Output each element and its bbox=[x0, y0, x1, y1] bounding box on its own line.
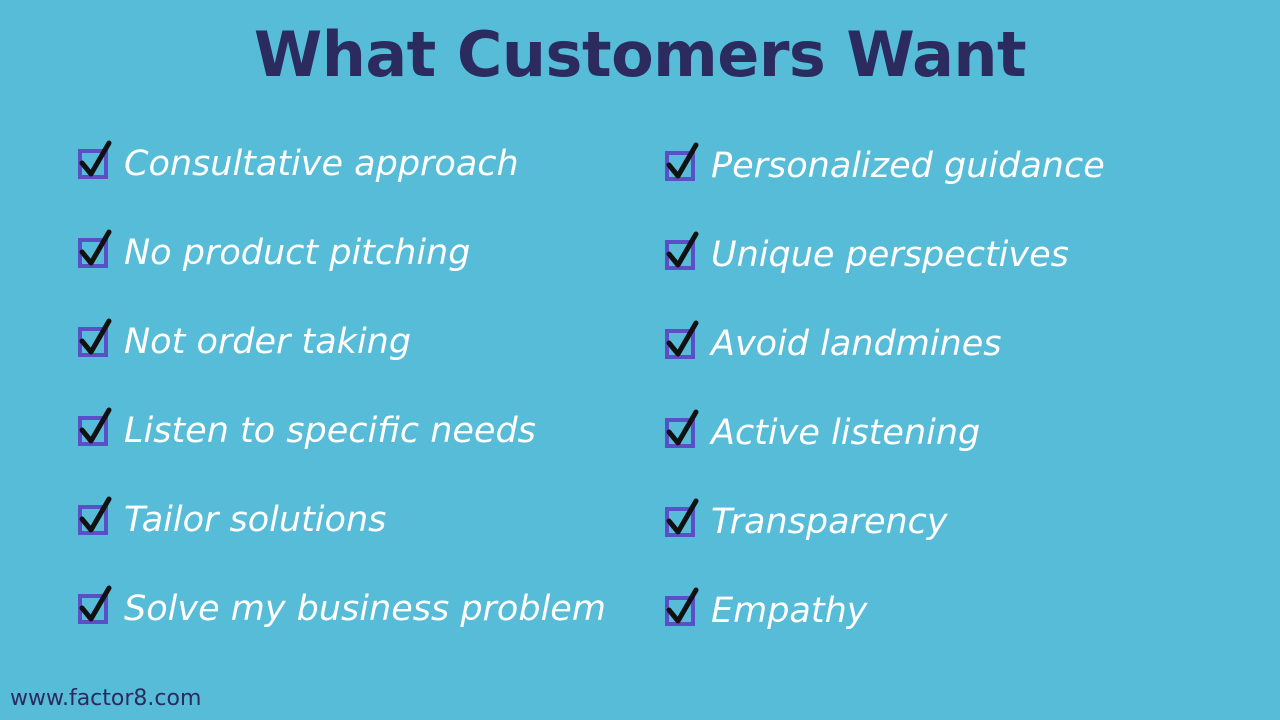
list-item-label: Consultative approach bbox=[124, 144, 519, 184]
checked-checkbox-icon[interactable] bbox=[78, 407, 112, 446]
list-item[interactable]: Tailor solutions bbox=[78, 496, 638, 587]
checkmark-icon bbox=[79, 496, 112, 533]
checked-checkbox-icon[interactable] bbox=[665, 409, 699, 448]
list-item-label: Listen to specific needs bbox=[124, 411, 536, 451]
list-item-label: Avoid landmines bbox=[711, 324, 1002, 364]
checked-checkbox-icon[interactable] bbox=[665, 142, 699, 181]
list-item-label: Solve my business problem bbox=[124, 589, 606, 629]
list-item[interactable]: Listen to specific needs bbox=[78, 407, 638, 498]
checkmark-icon bbox=[666, 498, 699, 535]
checked-checkbox-icon[interactable] bbox=[78, 229, 112, 268]
checkmark-icon bbox=[79, 318, 112, 355]
checked-checkbox-icon[interactable] bbox=[665, 231, 699, 270]
checked-checkbox-icon[interactable] bbox=[665, 320, 699, 359]
list-item[interactable]: Consultative approach bbox=[78, 140, 638, 231]
checkmark-icon bbox=[79, 585, 112, 622]
list-item[interactable]: Solve my business problem bbox=[78, 585, 638, 676]
page-title: What Customers Want bbox=[253, 18, 1027, 91]
checkmark-icon bbox=[666, 587, 699, 624]
checkmark-icon bbox=[666, 409, 699, 446]
list-item-label: Unique perspectives bbox=[711, 235, 1069, 275]
checkmark-icon bbox=[79, 229, 112, 266]
checked-checkbox-icon[interactable] bbox=[665, 587, 699, 626]
list-item-label: Not order taking bbox=[124, 322, 412, 362]
checkmark-icon bbox=[666, 320, 699, 357]
list-item[interactable]: Personalized guidance bbox=[665, 142, 1225, 233]
list-item[interactable]: Empathy bbox=[665, 587, 1225, 678]
list-item[interactable]: Transparency bbox=[665, 498, 1225, 589]
checked-checkbox-icon[interactable] bbox=[78, 496, 112, 535]
checked-checkbox-icon[interactable] bbox=[78, 140, 112, 179]
list-item-label: Personalized guidance bbox=[711, 146, 1105, 186]
footer-website-url[interactable]: www.factor8.com bbox=[10, 686, 202, 711]
list-item[interactable]: Active listening bbox=[665, 409, 1225, 500]
list-item[interactable]: Unique perspectives bbox=[665, 231, 1225, 322]
list-item-label: Transparency bbox=[711, 502, 948, 542]
list-item[interactable]: Not order taking bbox=[78, 318, 638, 409]
checked-checkbox-icon[interactable] bbox=[78, 318, 112, 357]
list-item-label: Tailor solutions bbox=[124, 500, 387, 540]
list-item-label: Active listening bbox=[711, 413, 981, 453]
right-checklist: Personalized guidance Unique perspective… bbox=[665, 142, 1225, 678]
checkmark-icon bbox=[666, 142, 699, 179]
left-checklist: Consultative approach No product pitchin… bbox=[78, 140, 638, 676]
checkmark-icon bbox=[79, 140, 112, 177]
list-item[interactable]: Avoid landmines bbox=[665, 320, 1225, 411]
list-item[interactable]: No product pitching bbox=[78, 229, 638, 320]
list-item-label: No product pitching bbox=[124, 233, 471, 273]
checkmark-icon bbox=[79, 407, 112, 444]
checked-checkbox-icon[interactable] bbox=[78, 585, 112, 624]
checked-checkbox-icon[interactable] bbox=[665, 498, 699, 537]
list-item-label: Empathy bbox=[711, 591, 868, 631]
checkmark-icon bbox=[666, 231, 699, 268]
